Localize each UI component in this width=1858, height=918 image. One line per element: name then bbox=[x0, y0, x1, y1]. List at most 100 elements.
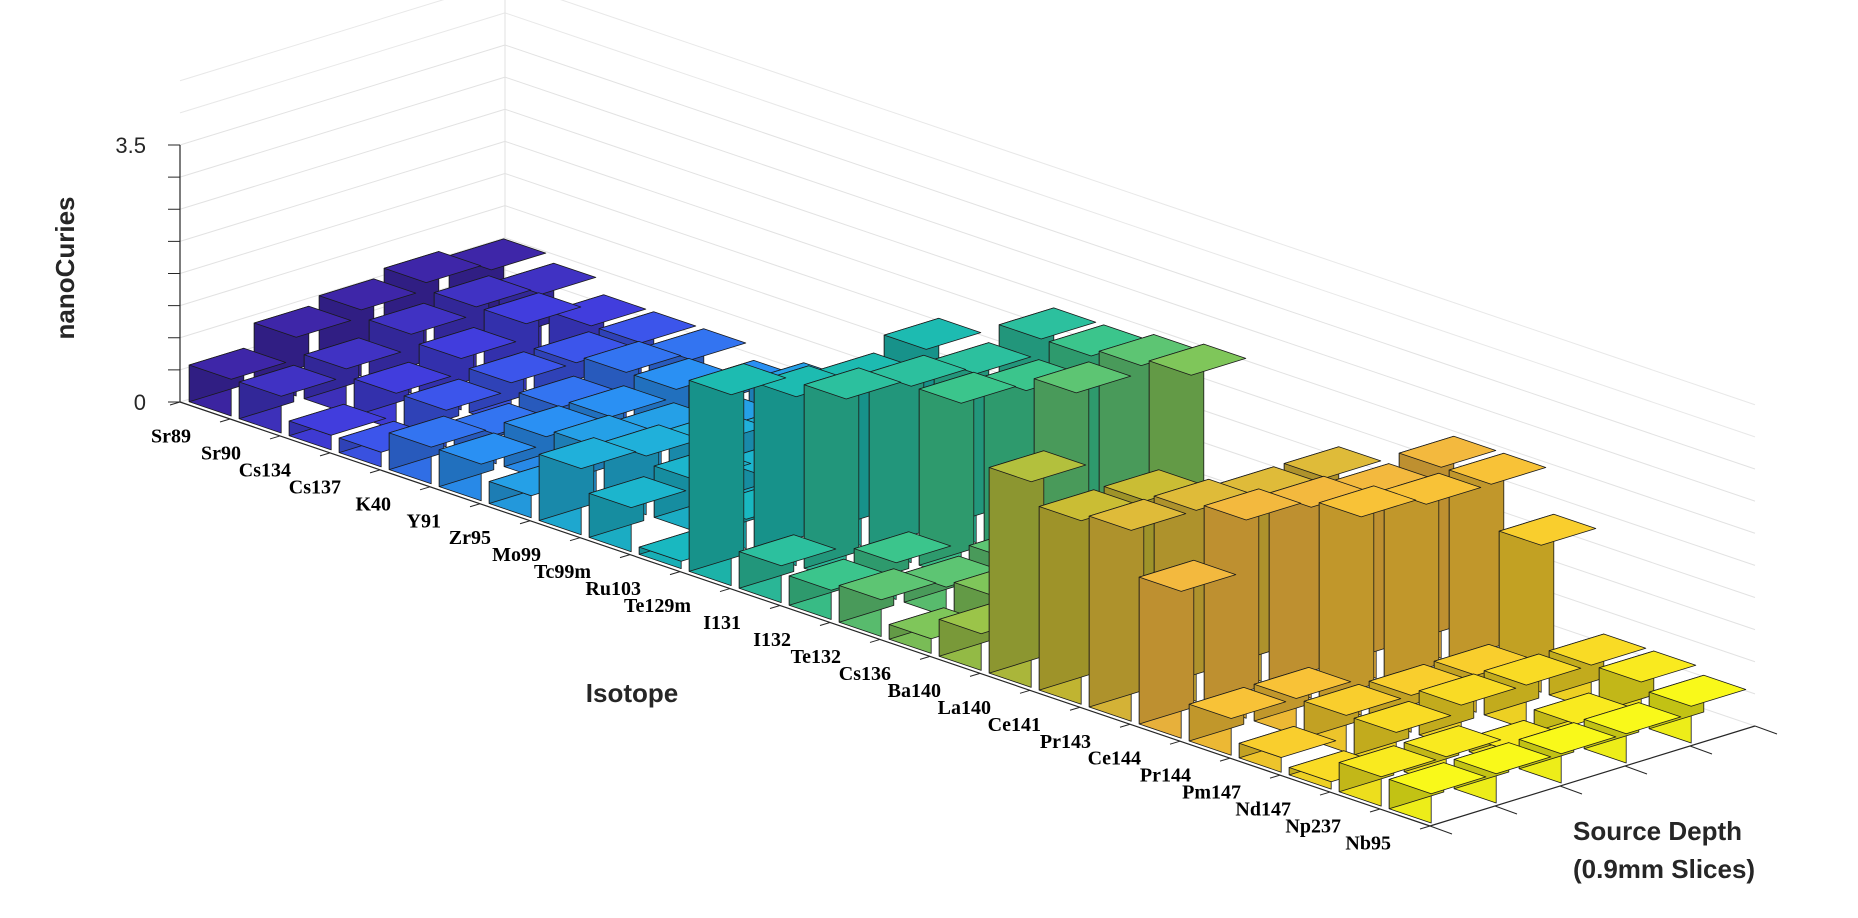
bar-top-face bbox=[598, 311, 697, 344]
x-tick-label: Ce141 bbox=[988, 714, 1041, 736]
bar-top-face bbox=[918, 371, 1017, 404]
bar-top-face bbox=[883, 317, 982, 350]
x-tick bbox=[919, 655, 931, 660]
bar-side-face bbox=[688, 363, 745, 572]
x-tick bbox=[1269, 774, 1281, 779]
x-tick bbox=[519, 520, 531, 525]
bar-top-face bbox=[1388, 762, 1487, 795]
bar-top-face bbox=[238, 364, 337, 397]
bar-Y91-slice-1 bbox=[438, 432, 537, 502]
bar-I131-slice-1 bbox=[738, 534, 837, 603]
bar-Te132-slice-1 bbox=[838, 568, 937, 637]
x-tick-label: Ce144 bbox=[1088, 748, 1141, 770]
grid-line-side bbox=[179, 140, 506, 242]
grid-line-side bbox=[179, 12, 506, 114]
bar-Ce144-slice-1 bbox=[1138, 559, 1237, 739]
bar-top-face bbox=[803, 367, 902, 400]
x-tick bbox=[619, 554, 631, 559]
x-tick-label: Nb95 bbox=[1345, 833, 1391, 855]
bar-top-face bbox=[368, 302, 467, 335]
bar-Cs134-slice-1 bbox=[288, 403, 387, 451]
tick-labels: 03.5Sr89Sr90Cs134Cs137K40Y91Zr95Mo99Tc99… bbox=[115, 133, 1391, 855]
bar-top-face bbox=[1418, 673, 1517, 706]
bar-top-face bbox=[568, 385, 667, 418]
bar-top-face bbox=[383, 251, 482, 284]
y-axis-label: Source Depth(0.9mm Slices) bbox=[1573, 816, 1755, 884]
grid-line-side bbox=[179, 237, 506, 339]
bar-top-face bbox=[403, 378, 502, 411]
bar-top-face bbox=[1518, 722, 1617, 755]
bar-top-face bbox=[588, 476, 687, 509]
grid-line-side bbox=[179, 76, 506, 178]
x-tick-label: Te129m bbox=[624, 595, 691, 617]
y-tick bbox=[1559, 785, 1583, 795]
bar-top-face bbox=[1033, 361, 1132, 394]
bar-top-face bbox=[1483, 653, 1582, 686]
bar-Ce144-slice-3 bbox=[1268, 475, 1367, 699]
x-tick-label: La140 bbox=[938, 697, 991, 719]
grid-line-side bbox=[179, 108, 506, 210]
x-tick bbox=[469, 503, 481, 508]
bar-top-face bbox=[1148, 343, 1247, 376]
bar-top-face bbox=[1238, 726, 1337, 758]
bar-top-face bbox=[1253, 667, 1352, 699]
grid-line-back bbox=[504, 108, 1756, 534]
x-tick-label: I131 bbox=[703, 612, 741, 634]
bar-Pr144-slice-4 bbox=[1383, 472, 1482, 696]
x-tick-label: Cs136 bbox=[839, 663, 891, 685]
bar-Ce141-slice-1 bbox=[1038, 489, 1137, 705]
x-tick bbox=[1069, 706, 1081, 711]
bar-top-face bbox=[583, 340, 682, 373]
bar-Ba140-slice-1 bbox=[938, 602, 1037, 671]
x-tick-label: Zr95 bbox=[449, 527, 491, 549]
grid-line-side bbox=[179, 205, 506, 307]
x-tick-label: Cs137 bbox=[289, 476, 341, 498]
bar-Te129m-slice-2 bbox=[753, 365, 852, 566]
y-axis-label-line: Source Depth bbox=[1573, 816, 1742, 846]
bar-top-face bbox=[688, 363, 787, 396]
bar-side-face bbox=[1203, 488, 1260, 705]
bar-top-face bbox=[468, 351, 567, 384]
grid-line-side bbox=[179, 0, 445, 82]
x-tick bbox=[969, 672, 981, 677]
bar-top-face bbox=[853, 531, 952, 564]
bar-Te129m-slice-1 bbox=[688, 363, 787, 586]
grid-lines bbox=[168, 0, 1778, 835]
x-tick bbox=[169, 401, 181, 406]
bar-top-face bbox=[1338, 745, 1437, 778]
y-tick bbox=[1624, 765, 1648, 775]
bar-top-face bbox=[418, 327, 517, 359]
x-tick bbox=[1169, 740, 1181, 745]
bar-top-face bbox=[1318, 485, 1417, 518]
x-tick-label: Pr144 bbox=[1140, 765, 1191, 787]
bar-top-face bbox=[1283, 446, 1382, 479]
x-tick-label: Sr89 bbox=[151, 425, 191, 447]
bar-I132-slice-1 bbox=[788, 558, 887, 620]
bar-Np237-slice-1 bbox=[1338, 745, 1437, 807]
bar-I131-slice-3 bbox=[868, 354, 967, 563]
bar-Tc99m-slice-1 bbox=[588, 476, 687, 553]
bar-top-face bbox=[998, 307, 1097, 340]
bar-top-face bbox=[1498, 513, 1597, 546]
x-tick bbox=[1419, 825, 1431, 830]
z-tick-label: 3.5 bbox=[115, 133, 146, 158]
x-tick-label: K40 bbox=[355, 493, 391, 515]
y-tick bbox=[1429, 825, 1453, 835]
x-tick bbox=[369, 469, 381, 474]
bar-top-face bbox=[1303, 684, 1402, 716]
x-tick bbox=[269, 435, 281, 440]
bar-top-face bbox=[1353, 701, 1452, 733]
bar-I132-slice-3 bbox=[918, 371, 1017, 580]
bar-side-face bbox=[1088, 498, 1145, 708]
bar-Pr143-slice-1 bbox=[1088, 498, 1187, 722]
y-tick bbox=[1754, 725, 1778, 735]
bar-I131-slice-2 bbox=[803, 367, 902, 583]
bar-top-face bbox=[838, 568, 937, 601]
bar-top-face bbox=[353, 361, 452, 394]
bar-K40-slice-1 bbox=[388, 415, 487, 485]
x-tick bbox=[719, 588, 731, 593]
bar-top-face bbox=[1088, 498, 1187, 531]
bar-top-face bbox=[438, 432, 537, 465]
grid-line-back bbox=[504, 76, 1756, 502]
